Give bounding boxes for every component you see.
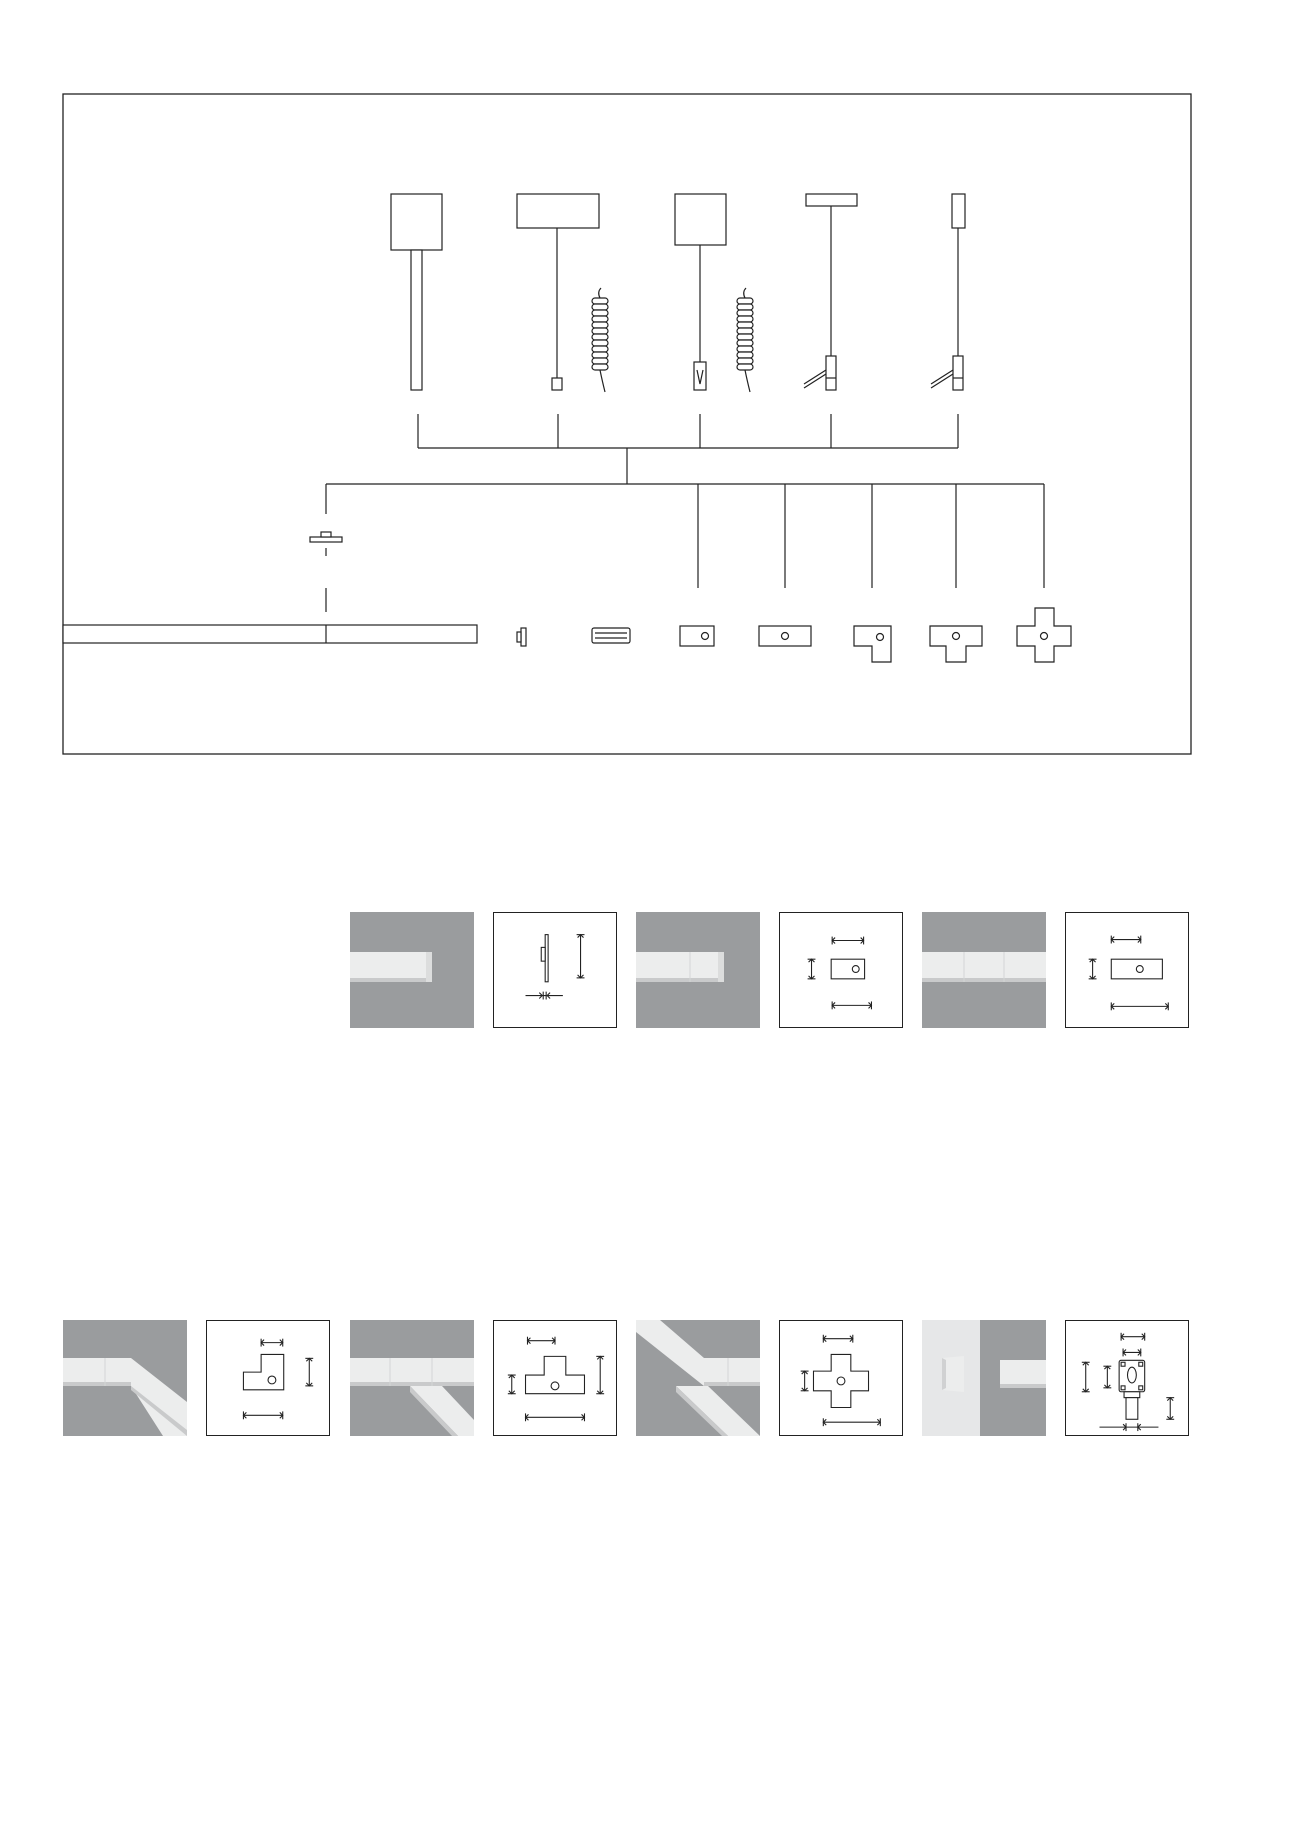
x-cross-dimension-drawing-icon: [779, 1320, 903, 1436]
cable-pendant-square-canopy-icon: [674, 193, 727, 391]
end-cap-dimension-drawing-icon: [493, 912, 617, 1028]
connection-tree: [325, 414, 1045, 612]
coiled-power-cord-icon: [736, 287, 754, 393]
long-joint-dimension-drawing-icon: [1065, 912, 1189, 1028]
surface-clip-photo: [922, 1320, 1046, 1436]
cable-pendant-wide-canopy-icon: [516, 193, 600, 391]
rod-pendant-icon: [390, 193, 443, 391]
t-joint-icon: [929, 625, 983, 663]
x-cross-photo: [636, 1320, 760, 1436]
coiled-power-cord-icon: [591, 287, 609, 393]
surface-clip-dimension-drawing-icon: [1065, 1320, 1189, 1436]
inline-connector-icon: [591, 627, 631, 644]
system-diagram: [0, 0, 1300, 800]
end-cap-icon: [516, 627, 527, 647]
t-joint-photo: [350, 1320, 474, 1436]
short-straight-joint-icon: [679, 625, 715, 647]
t-joint-dimension-drawing-icon: [493, 1320, 617, 1436]
surface-mount-clip-icon: [309, 531, 343, 543]
long-straight-joint-icon: [758, 625, 812, 647]
narrow-canopy-cable-adjuster-icon: [930, 193, 966, 391]
short-joint-photo: [636, 912, 760, 1028]
l-corner-photo: [63, 1320, 187, 1436]
x-cross-joint-icon: [1016, 607, 1072, 663]
l-corner-dimension-drawing-icon: [206, 1320, 330, 1436]
diagram-frame: [62, 93, 1192, 755]
luminaire-profile-icon: [62, 624, 478, 644]
end-cap-photo: [350, 912, 474, 1028]
long-joint-photo: [922, 912, 1046, 1028]
slim-canopy-cable-adjuster-icon: [803, 193, 858, 391]
l-corner-joint-icon: [853, 625, 892, 663]
short-joint-dimension-drawing-icon: [779, 912, 903, 1028]
